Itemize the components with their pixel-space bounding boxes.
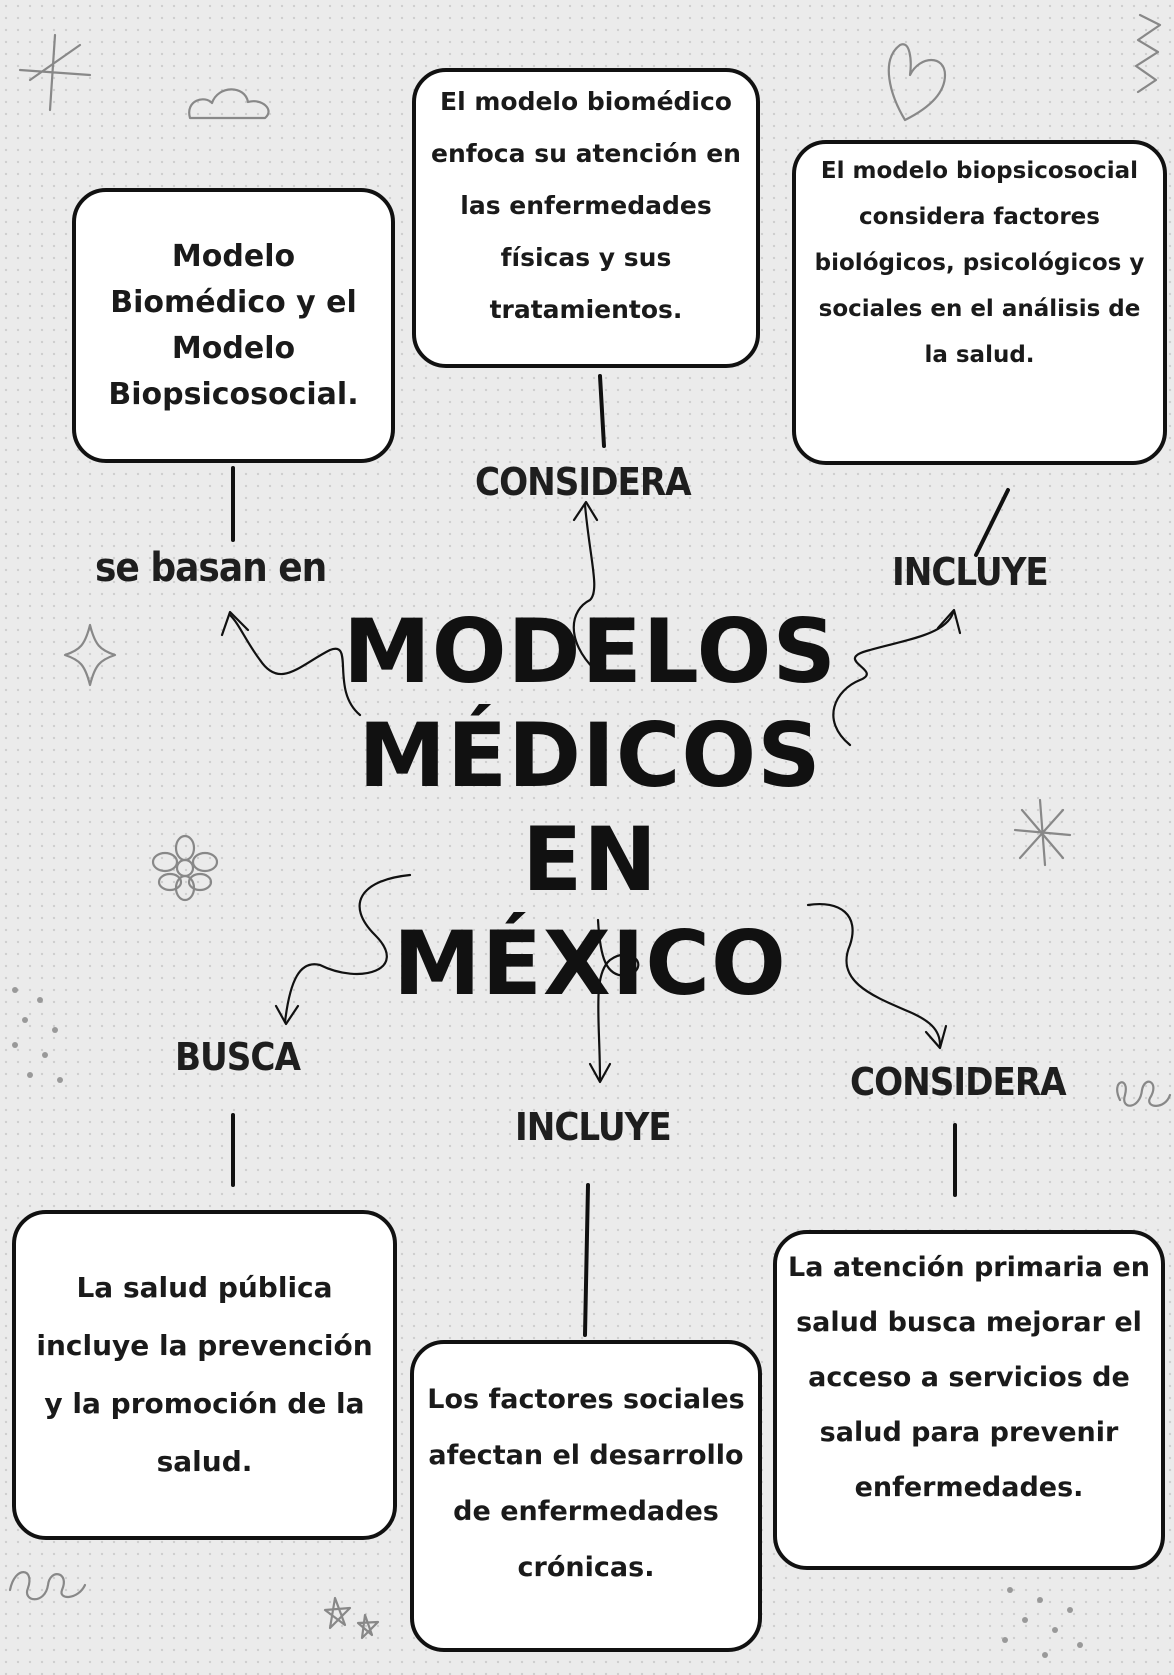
label-se-basan-en: se basan en (95, 545, 327, 591)
sparkle-icon (63, 623, 117, 687)
label-considera-bottom: CONSIDERA (850, 1060, 1067, 1104)
biomedico-text: El modelo biomédico enfoca su atención e… (431, 87, 741, 324)
label-busca: BUSCA (175, 1035, 301, 1079)
salud-publica-box: La salud pública incluye la prevención y… (12, 1210, 397, 1540)
arrow-to-busca (283, 873, 412, 1024)
flower-icon (151, 834, 219, 902)
connector-biomedico (598, 374, 606, 448)
atencion-primaria-text: La atención primaria en salud busca mejo… (788, 1252, 1150, 1503)
title-line-3: MÉXICO (393, 912, 787, 1015)
arrow-to-incluye-bottom (596, 918, 640, 1082)
star-scribble-icon (18, 33, 92, 112)
factores-sociales-text: Los factores sociales afectan el desarro… (427, 1384, 745, 1583)
arrow-to-considera-top (572, 503, 597, 672)
label-considera-top: CONSIDERA (475, 460, 692, 504)
atencion-primaria-box: La atención primaria en salud busca mejo… (773, 1230, 1165, 1570)
stars-bottom-icon (323, 1596, 380, 1640)
arrow-to-considera-bottom (806, 902, 942, 1047)
salud-publica-text: La salud pública incluye la prevención y… (36, 1271, 373, 1478)
loops-bottom-icon (8, 1571, 87, 1601)
heart-icon (887, 43, 947, 122)
arrow-head-considera-bottom (924, 1024, 948, 1050)
topic-text: Modelo Biomédico y el Modelo Biopsicosoc… (108, 238, 359, 412)
biopsicosocial-box: El modelo biopsicosocial considera facto… (792, 140, 1167, 465)
arrow-head-incluye-top (936, 608, 962, 635)
topic-box: Modelo Biomédico y el Modelo Biopsicosoc… (72, 188, 395, 463)
arrow-head-se-basan (220, 610, 250, 637)
label-incluye-top: INCLUYE (892, 550, 1049, 594)
arrow-head-busca (274, 1004, 300, 1026)
title-line-2: MÉDICOS EN (358, 704, 822, 911)
zigzag-icon (1134, 13, 1162, 94)
arrow-head-considera-top (572, 500, 599, 522)
factores-sociales-box: Los factores sociales afectan el desarro… (410, 1340, 762, 1652)
arrow-head-incluye-bottom (588, 1062, 612, 1084)
cloud-icon (188, 88, 270, 120)
dots-decoration (12, 987, 1083, 1658)
title-line-1: MODELOS (343, 600, 837, 703)
main-title: MODELOS MÉDICOS EN MÉXICO (300, 600, 880, 1016)
biomedico-box: El modelo biomédico enfoca su atención e… (412, 68, 760, 368)
asterisk-icon (1013, 798, 1072, 867)
label-incluye-bottom: INCLUYE (515, 1105, 672, 1149)
arrow-to-incluye-top (832, 611, 955, 747)
connector-incluye-bottom (583, 1183, 590, 1337)
arrow-to-se-basan-en (228, 613, 362, 717)
loops-icon (1116, 1080, 1172, 1107)
connector-biopsicosocial (974, 488, 1010, 557)
biopsicosocial-text: El modelo biopsicosocial considera facto… (814, 158, 1145, 368)
